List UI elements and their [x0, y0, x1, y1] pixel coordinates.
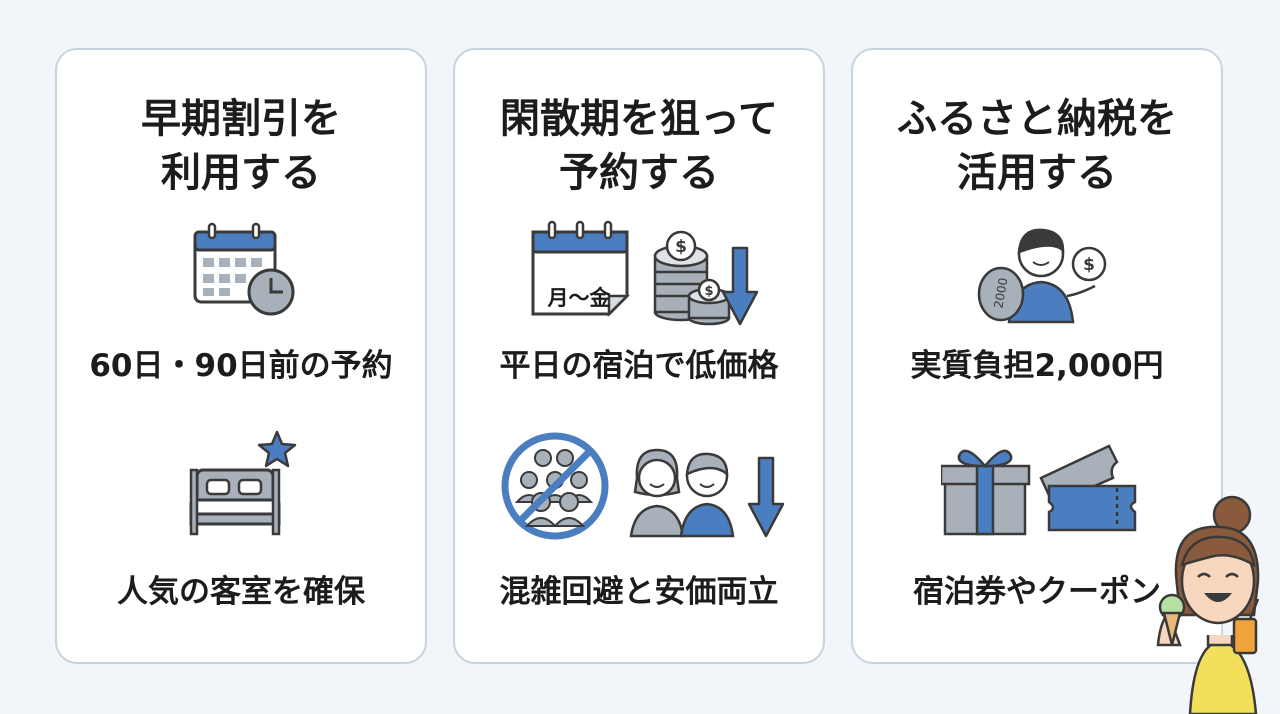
caption-weekday-price: 平日の宿泊で低価格 — [499, 348, 779, 384]
svg-text:$: $ — [1083, 255, 1095, 275]
bed-star-icon — [189, 430, 297, 536]
gift-ticket-icon — [941, 444, 1137, 536]
card-off-season: 閑散期を狙って 予約する 月〜金 $ $ 平日の宿泊で低価格 — [453, 48, 825, 664]
caption-real-cost: 実質負担2,000円 — [910, 348, 1164, 384]
woman-ice-cream-illustration — [1156, 495, 1260, 714]
no-crowd-icon — [501, 432, 609, 540]
calendar-clock-icon — [193, 222, 295, 316]
person-coins-icon: $ — [977, 228, 1107, 324]
coins-down-arrow-icon: $ $ — [653, 230, 759, 326]
caption-early-booking: 60日・90日前の予約 — [89, 348, 393, 384]
calendar-weekday-icon — [531, 220, 631, 318]
svg-text:$: $ — [675, 237, 687, 257]
card-title: 閑散期を狙って 予約する — [500, 96, 778, 196]
caption-voucher-coupon: 宿泊券やクーポン — [913, 574, 1161, 610]
card-hometown-tax: ふるさと納税を 活用する $ 2000 実質負担2,000円 宿泊券やクーポン — [851, 48, 1223, 664]
calendar-weekday-label: 月〜金 — [547, 286, 611, 310]
card-title: 早期割引を 利用する — [141, 96, 341, 196]
caption-avoid-crowd: 混雑回避と安価両立 — [499, 574, 779, 610]
svg-text:$: $ — [704, 284, 713, 299]
family-down-arrow-icon — [629, 448, 785, 538]
caption-popular-room: 人気の客室を確保 — [117, 574, 365, 610]
card-title: ふるさと納税を 活用する — [897, 96, 1177, 196]
card-early-discount: 早期割引を 利用する 60日・90日前の予約 人気の客室を確保 — [55, 48, 427, 664]
